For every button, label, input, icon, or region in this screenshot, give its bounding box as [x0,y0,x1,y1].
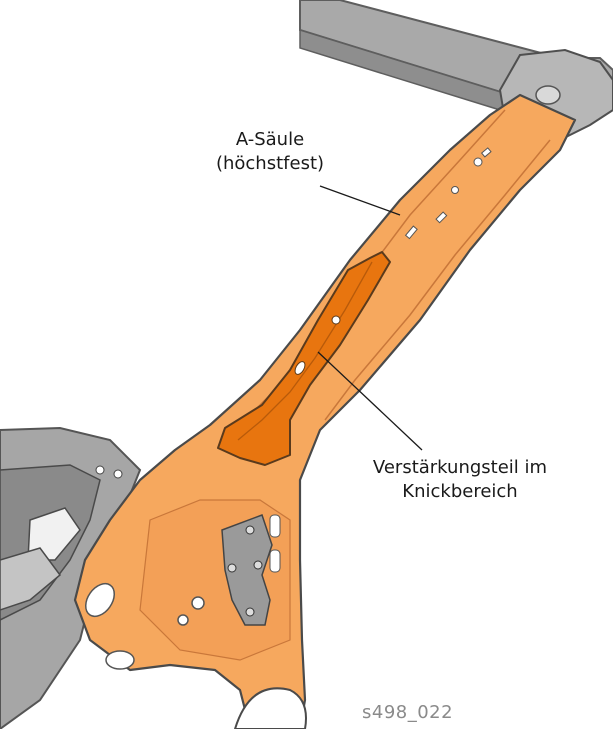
a-pillar-part [75,95,575,729]
a-pillar-leader-line [320,186,400,215]
a-pillar-label-line1: A-Säule [195,128,345,152]
a-pillar-label: A-Säule (höchstfest) [195,128,345,176]
figure-id: s498_022 [362,702,453,723]
reinforcement-label-line2: Knickbereich [345,480,575,504]
a-pillar-label-line2: (höchstfest) [195,152,345,176]
reinforcement-label-line1: Verstärkungsteil im [345,456,575,480]
reinforcement-label: Verstärkungsteil im Knickbereich [345,456,575,504]
